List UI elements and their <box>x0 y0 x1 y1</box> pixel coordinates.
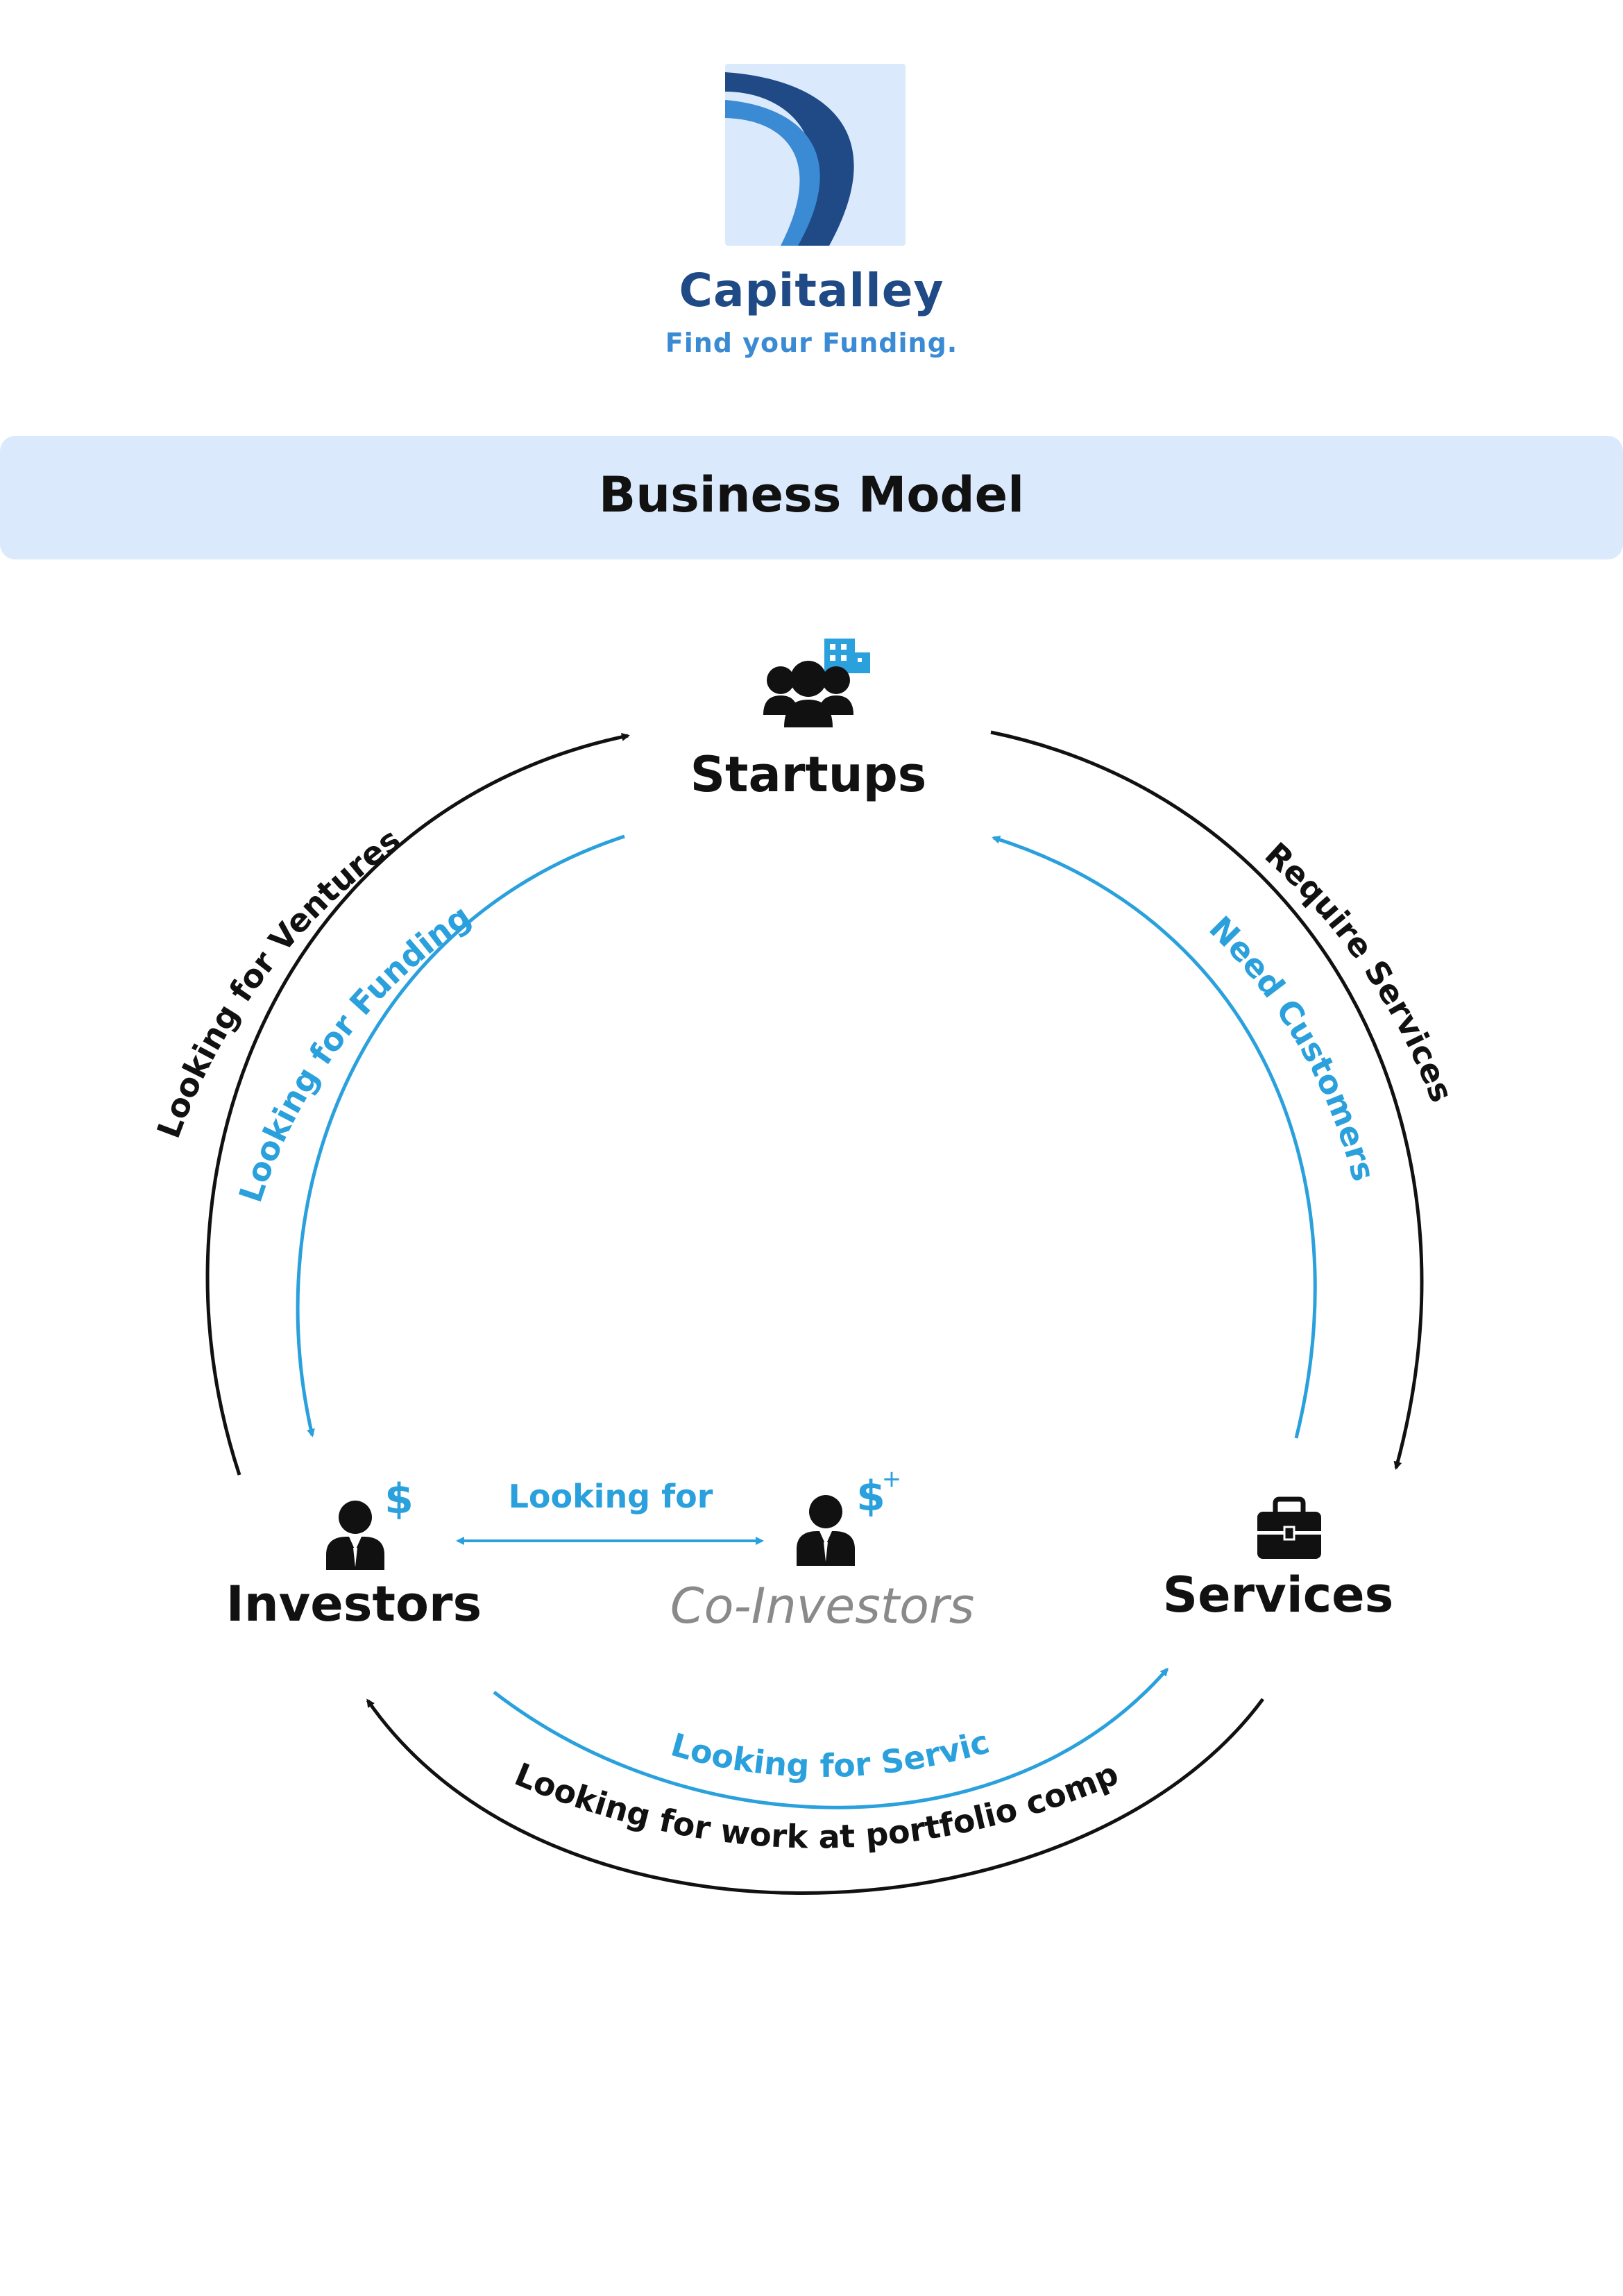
arrow-looking-for-work <box>366 1698 1265 1895</box>
label-looking-for-services: Looking for Services <box>0 0 994 1784</box>
investors-label: Investors <box>226 1576 482 1632</box>
node-investors: $ Investors <box>226 1475 482 1632</box>
startups-label: Startups <box>690 746 927 803</box>
node-services: Services <box>1163 1496 1394 1623</box>
brand-name: Capitalley <box>679 264 944 317</box>
investor-dollar-plus-icon: $ + <box>797 1465 901 1566</box>
node-co-investors: $ + Co-Investors <box>670 1465 974 1635</box>
svg-text:+: + <box>882 1465 902 1493</box>
arrow-looking-for-funding <box>296 834 625 1437</box>
svg-text:$: $ <box>384 1475 414 1523</box>
arrow-looking-for-services <box>493 1667 1169 1809</box>
label-looking-for: Looking for <box>509 1478 713 1515</box>
node-startups: Startups <box>690 639 927 803</box>
briefcase-icon <box>1257 1496 1321 1559</box>
co-investors-label: Co-Investors <box>670 1578 974 1635</box>
swoosh-logo-icon <box>725 72 854 246</box>
arrow-require-services <box>990 730 1424 1470</box>
services-label: Services <box>1163 1567 1394 1623</box>
investor-dollar-icon: $ <box>326 1475 414 1570</box>
label-require-services: Require Services <box>1258 835 1461 1107</box>
page-title: Business Model <box>598 466 1025 523</box>
arrow-need-customers <box>992 836 1317 1439</box>
title-banner <box>0 436 1623 559</box>
svg-text:$: $ <box>856 1472 885 1521</box>
logo <box>725 64 906 246</box>
arrow-looking-for-ventures <box>205 732 630 1476</box>
team-building-icon <box>763 639 870 727</box>
brand-tagline: Find your Funding. <box>665 328 958 358</box>
